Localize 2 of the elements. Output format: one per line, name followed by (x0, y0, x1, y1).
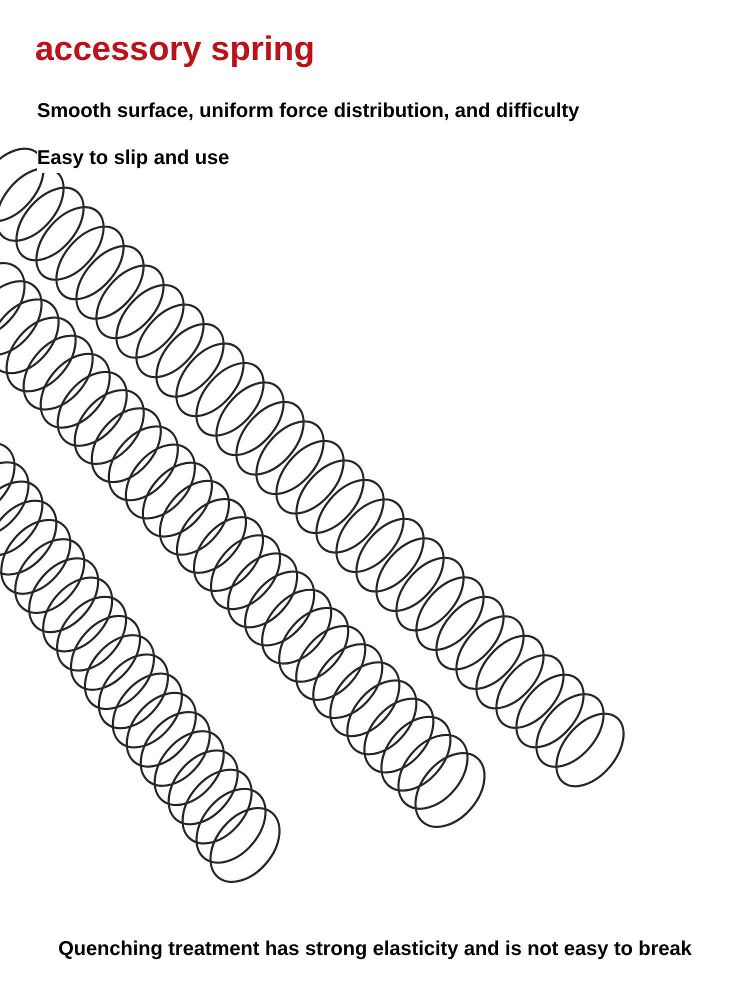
feature-text: Smooth surface, uniform force distribution, and difficulty (37, 99, 580, 124)
title: accessory spring (35, 29, 315, 70)
